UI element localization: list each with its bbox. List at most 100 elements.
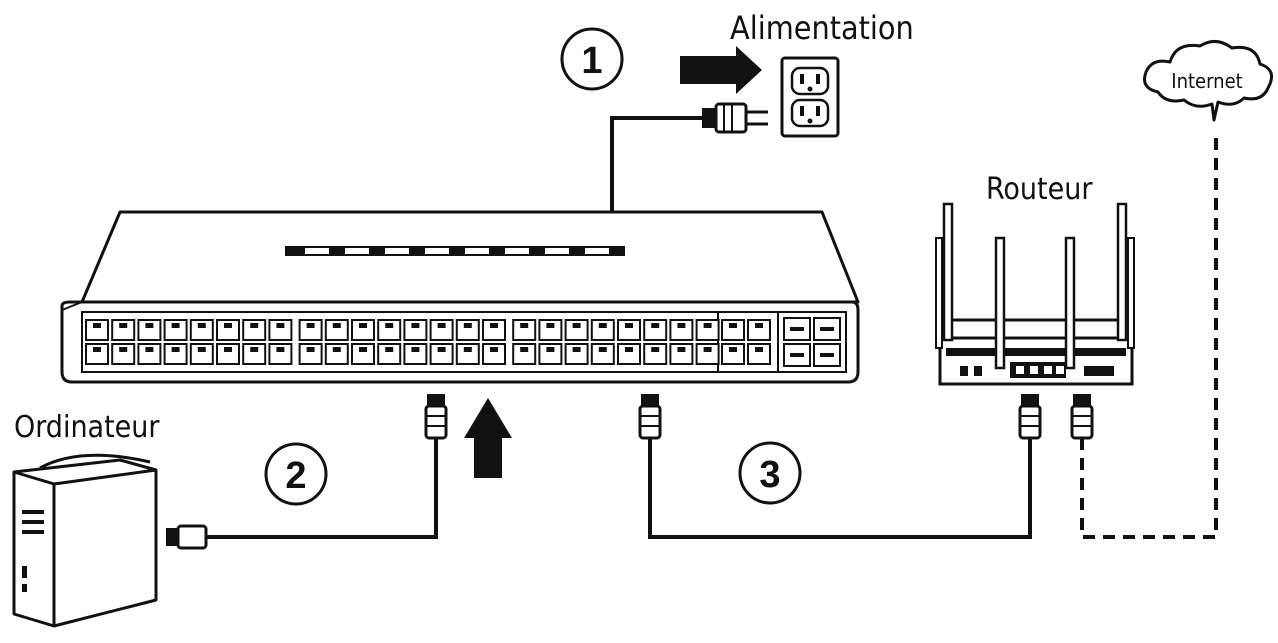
power-outlet-icon (780, 56, 840, 138)
rj45-tip (1073, 394, 1091, 406)
cloud-icon (1143, 40, 1274, 122)
port-latch (250, 347, 259, 352)
port-latch (145, 347, 154, 352)
port-latch (755, 323, 763, 328)
ethernet-port (111, 343, 136, 365)
port-latch (755, 347, 763, 352)
port-latch (332, 347, 341, 352)
sfp-slot-mark (820, 353, 834, 357)
port-latch (359, 347, 367, 352)
ethernet-port (324, 319, 349, 341)
port-latch (145, 323, 154, 328)
rj45-tip (1021, 394, 1039, 406)
arrow-to-outlet-icon (680, 46, 762, 94)
sfp-slot-mark (820, 327, 834, 331)
ethernet-port (163, 319, 188, 341)
port-latch (224, 323, 232, 328)
port-latch (306, 323, 315, 328)
network-switch-icon (60, 210, 860, 384)
port-latch (677, 347, 686, 352)
step-1-marker: 1 (560, 27, 624, 91)
sfp-slot-mark (790, 327, 804, 331)
ethernet-port (482, 343, 506, 365)
cable-computer-to-switch (206, 438, 438, 539)
rj45-plug (1018, 404, 1042, 440)
step-2-marker: 2 (264, 442, 328, 506)
ethernet-port (298, 319, 323, 341)
computer-label: Ordinateur (14, 410, 160, 445)
uplink-port (747, 343, 771, 365)
ethernet-port (429, 343, 454, 365)
internet-label: Internet (1171, 69, 1242, 93)
svg-text:1: 1 (581, 40, 602, 82)
sfp-slot-mark (790, 353, 804, 357)
ethernet-port (216, 343, 240, 365)
rj45-plug (424, 404, 448, 440)
ethernet-port (137, 343, 162, 365)
port-latch (93, 323, 101, 328)
ethernet-port (189, 319, 214, 341)
power-label: Alimentation (730, 9, 914, 47)
port-latch (490, 347, 498, 352)
ethernet-port (298, 343, 323, 365)
port-latch (385, 323, 394, 328)
router-icon (935, 202, 1135, 386)
port-latch (729, 323, 737, 328)
port-latch (197, 347, 206, 352)
ethernet-port (216, 319, 240, 341)
ethernet-port (351, 319, 375, 341)
ethernet-port (564, 343, 589, 365)
switch-sfp-ports (783, 317, 841, 367)
port-latch (276, 347, 285, 352)
port-latch (598, 323, 607, 328)
ethernet-port (695, 319, 720, 341)
router-label: Routeur (986, 172, 1093, 207)
ethernet-port (163, 343, 188, 365)
rj45-plug (1070, 404, 1094, 440)
ethernet-port (324, 343, 349, 365)
port-latch (463, 323, 472, 328)
power-plug-icon (702, 102, 768, 134)
ethernet-port (403, 343, 428, 365)
port-latch (171, 323, 180, 328)
port-latch (490, 323, 498, 328)
ethernet-port (590, 343, 615, 365)
port-latch (93, 347, 101, 352)
ethernet-port (268, 319, 293, 341)
ethernet-port (512, 319, 537, 341)
port-latch (437, 347, 446, 352)
ethernet-port (403, 319, 428, 341)
ethernet-port (564, 319, 589, 341)
ethernet-port (85, 319, 109, 341)
ethernet-port (669, 343, 694, 365)
arrow-up-icon (464, 398, 512, 478)
ethernet-port (377, 343, 402, 365)
port-latch (332, 323, 341, 328)
port-latch (437, 323, 446, 328)
port-latch (250, 323, 259, 328)
ethernet-port (137, 319, 162, 341)
port-latch (625, 323, 633, 328)
ethernet-port (643, 343, 668, 365)
uplink-port (721, 343, 745, 365)
step-3-marker: 3 (738, 441, 802, 505)
port-latch (520, 347, 529, 352)
ethernet-port (429, 319, 454, 341)
port-latch (119, 347, 128, 352)
port-latch (546, 323, 555, 328)
port-latch (306, 347, 315, 352)
ethernet-port (351, 343, 375, 365)
ethernet-port (242, 319, 267, 341)
ethernet-port (643, 319, 668, 341)
port-latch (625, 347, 633, 352)
ethernet-port (268, 343, 293, 365)
port-latch (520, 323, 529, 328)
port-latch (677, 323, 686, 328)
ethernet-port (617, 343, 641, 365)
ethernet-port (377, 319, 402, 341)
uplink-port (747, 319, 771, 341)
rj45-plug (638, 404, 662, 440)
ethernet-port (695, 343, 720, 365)
port-latch (598, 347, 607, 352)
